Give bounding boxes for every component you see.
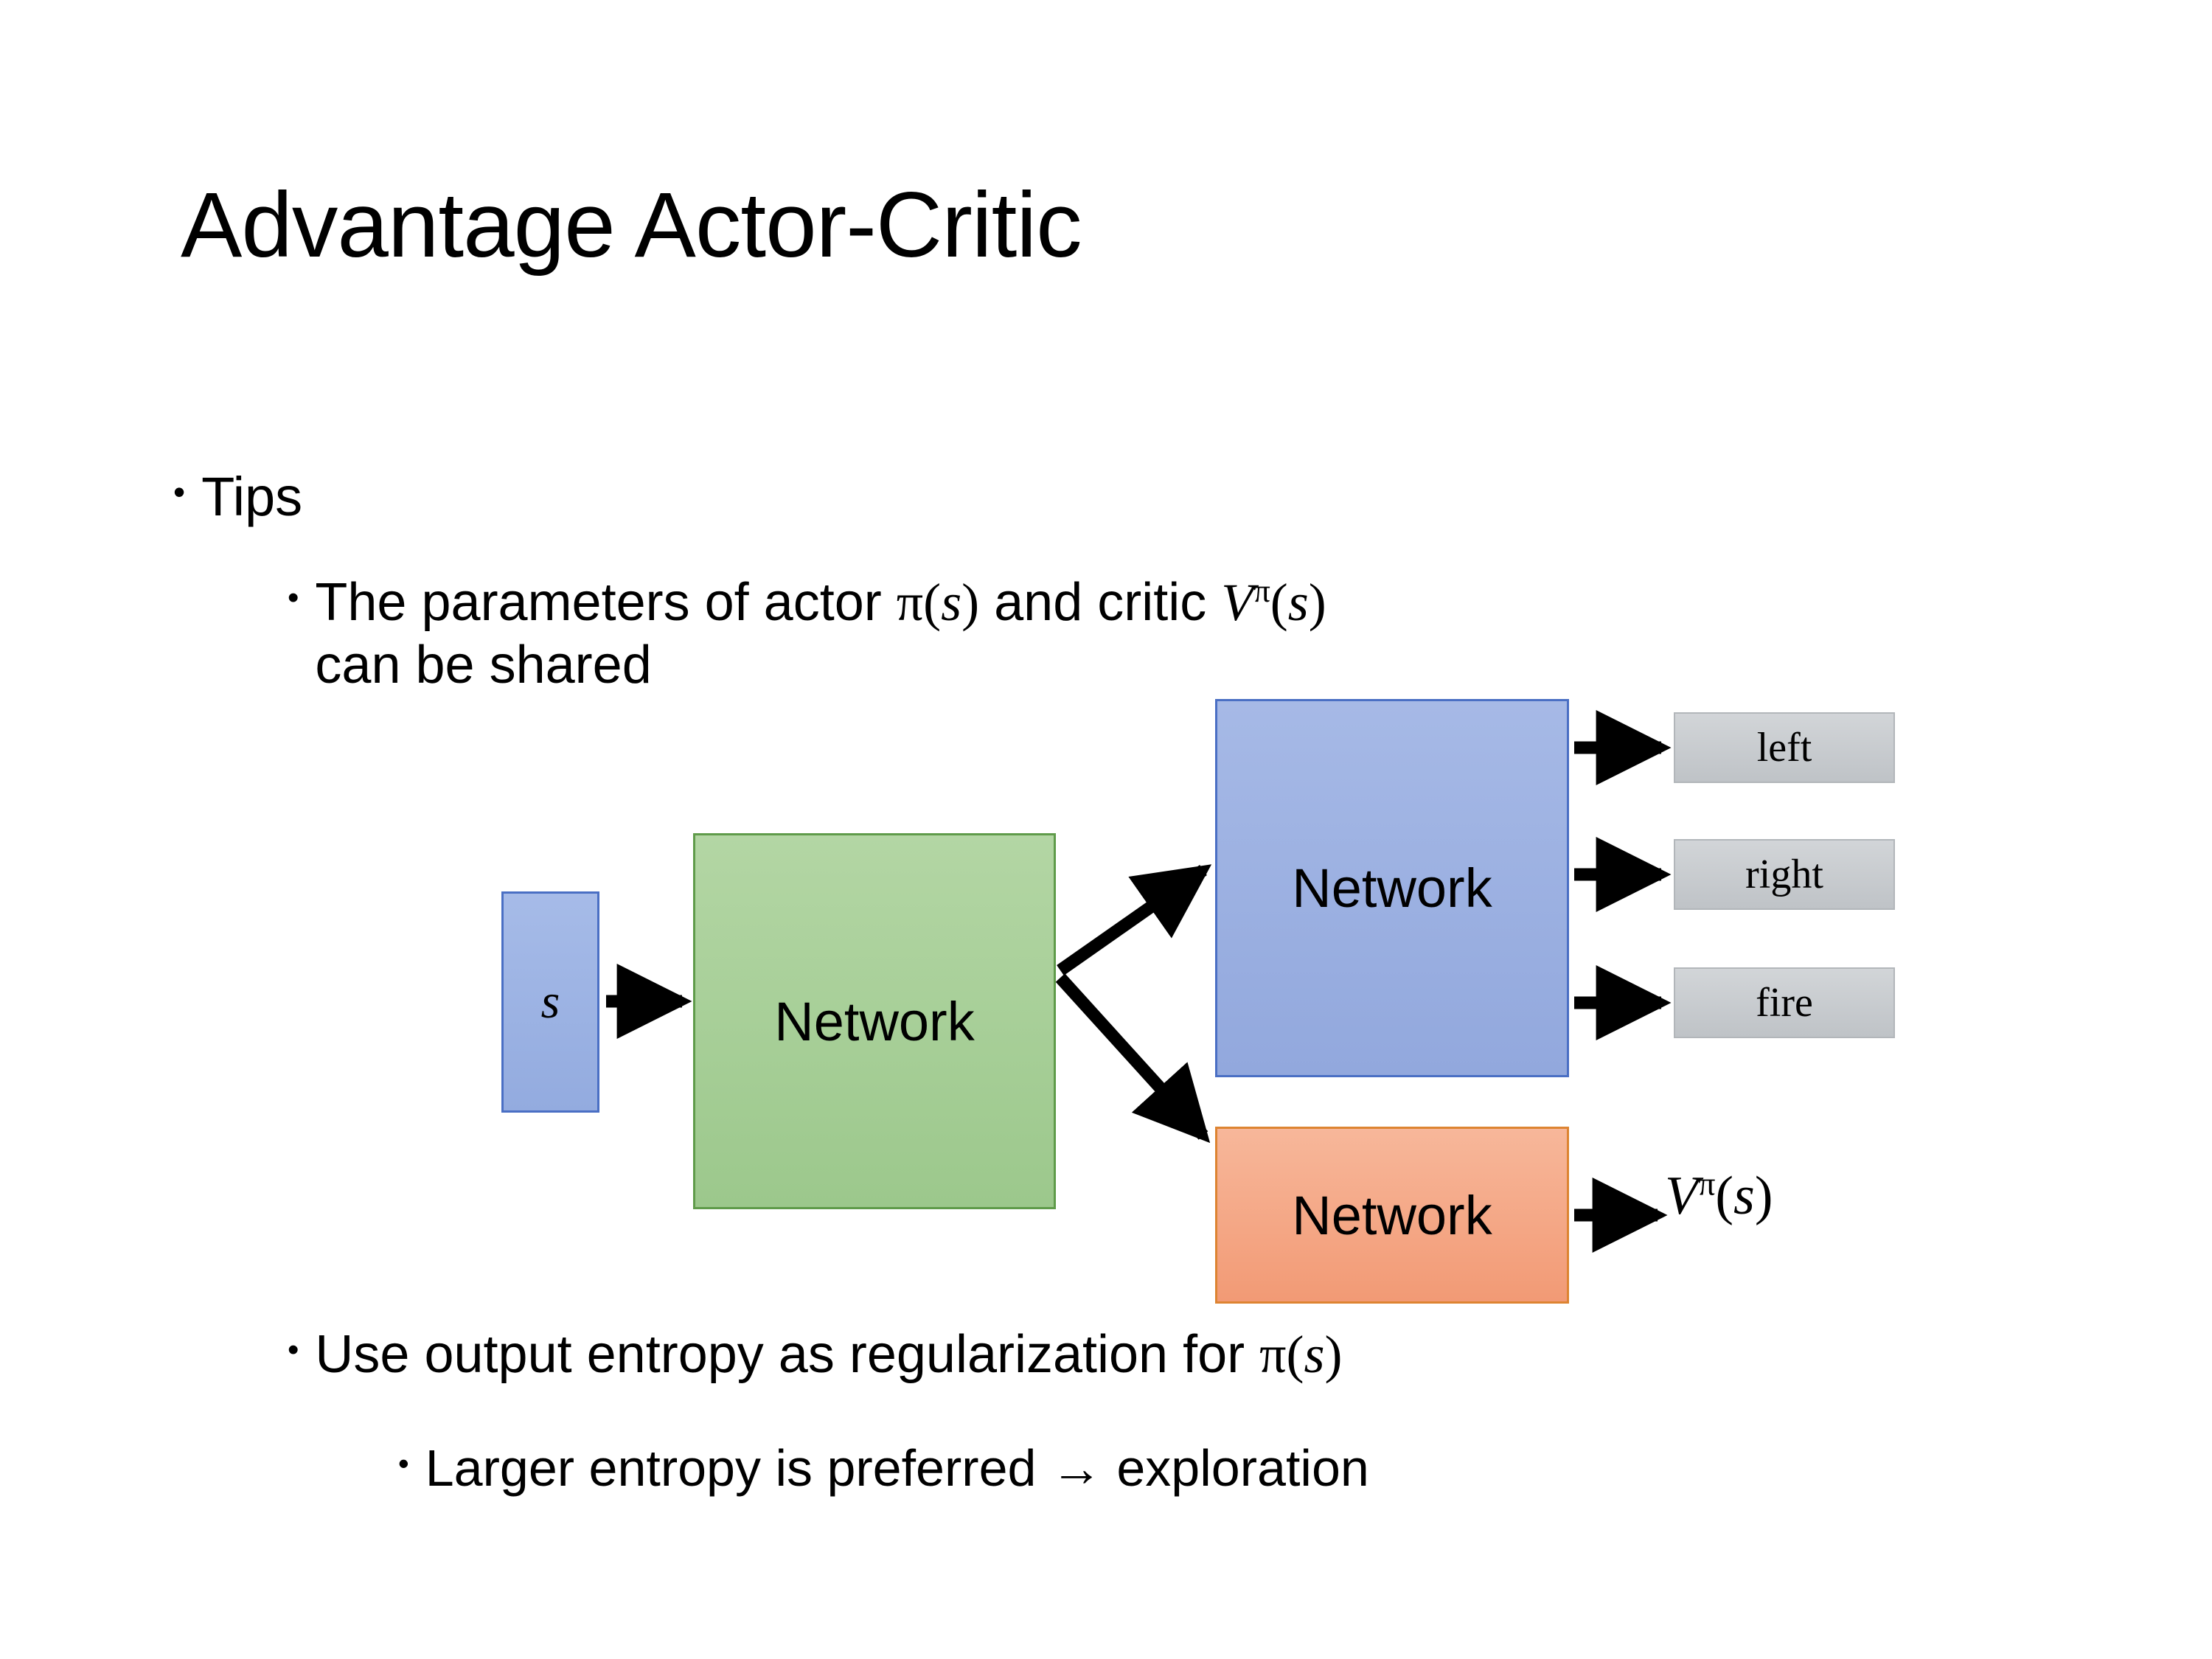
arrow-shared-to-critic <box>1055 973 1211 1144</box>
bullet-shared-parameters-content: The parameters of actor π(s) and critic … <box>315 571 2048 697</box>
actor-network-node[interactable]: Network <box>1215 699 1569 1077</box>
state-symbol: s <box>1304 1325 1325 1384</box>
critic-value-output: Vπ(s) <box>1665 1164 1773 1228</box>
critic-network-label: Network <box>1292 1184 1492 1246</box>
bullet-tips: • Tips <box>173 465 302 529</box>
action-output-label: fire <box>1756 980 1813 1026</box>
action-output-right[interactable]: right <box>1674 839 1895 910</box>
paren-close: ) <box>1324 1325 1343 1384</box>
bullet-shared-parameters: • The parameters of actor π(s) and criti… <box>288 571 2048 697</box>
bullet-larger-entropy-label: Larger entropy is preferred → exploratio… <box>425 1439 1369 1497</box>
pi-symbol: π <box>896 573 924 632</box>
v-symbol: V <box>1665 1166 1699 1226</box>
action-output-fire[interactable]: fire <box>1674 967 1895 1038</box>
action-output-label: left <box>1756 725 1812 771</box>
state-node-label: s <box>540 975 560 1029</box>
state-symbol: s <box>1733 1166 1755 1226</box>
paren-close: ) <box>961 573 980 632</box>
paren-open: ( <box>1286 1325 1304 1384</box>
text-run: Use output entropy as regularization for <box>315 1325 1260 1384</box>
v-symbol: V <box>1221 573 1254 632</box>
shared-network-node[interactable]: Network <box>693 833 1056 1209</box>
paren-open: ( <box>923 573 942 632</box>
bullet-marker-icon: • <box>173 473 186 511</box>
bullet-tips-label: Tips <box>201 466 303 527</box>
action-output-label: right <box>1745 852 1823 897</box>
critic-network-node[interactable]: Network <box>1215 1127 1569 1304</box>
actor-network-label: Network <box>1292 858 1492 919</box>
paren-close: ) <box>1308 573 1326 632</box>
page-title: Advantage Actor-Critic <box>181 174 1082 276</box>
shared-network-label: Network <box>774 990 975 1052</box>
state-input-node[interactable]: s <box>501 891 599 1113</box>
paren-open: ( <box>1715 1166 1734 1226</box>
bullet-marker-icon: • <box>398 1446 409 1481</box>
state-symbol: s <box>941 573 962 632</box>
arrow-shared-to-actor <box>1057 864 1212 975</box>
pi-superscript: π <box>1253 572 1270 609</box>
bullet-marker-icon: • <box>288 1332 299 1368</box>
bullet-entropy-regularization: • Use output entropy as regularization f… <box>288 1324 1342 1386</box>
paren-open: ( <box>1270 573 1288 632</box>
text-run: The parameters of actor <box>315 573 897 632</box>
state-symbol: s <box>1287 573 1309 632</box>
paren-close: ) <box>1754 1166 1773 1226</box>
bullet-shared-parameters-line2: can be shared <box>315 635 652 695</box>
bullet-larger-entropy: • Larger entropy is preferred → explorat… <box>398 1438 1369 1499</box>
bullet-marker-icon: • <box>288 580 299 616</box>
text-run: and critic <box>979 573 1222 632</box>
bullet-entropy-content: Use output entropy as regularization for… <box>315 1324 1342 1386</box>
action-output-left[interactable]: left <box>1674 712 1895 783</box>
pi-superscript: π <box>1698 1164 1716 1203</box>
pi-symbol: π <box>1259 1325 1287 1384</box>
